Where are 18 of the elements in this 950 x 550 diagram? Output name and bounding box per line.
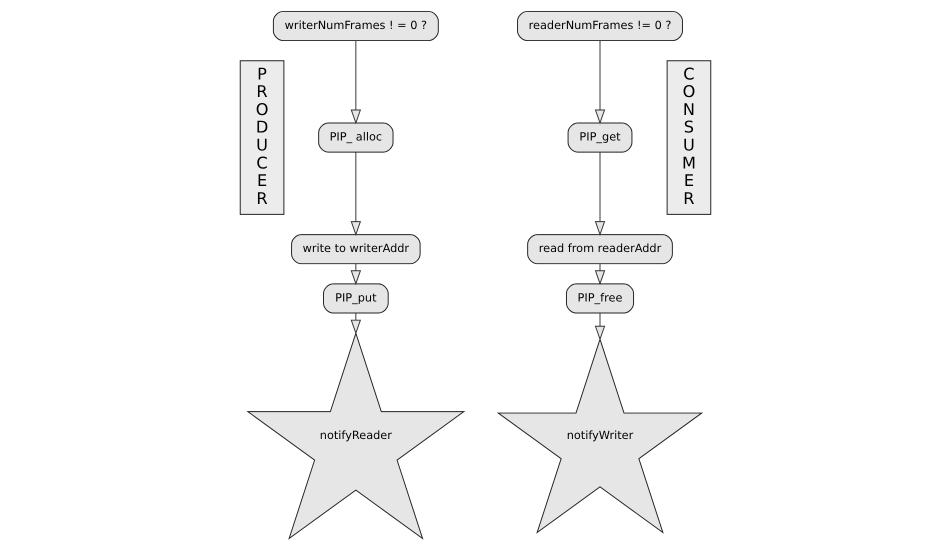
arrow bbox=[594, 312, 605, 341]
node-box: writerNumFrames ! = 0 ? bbox=[272, 10, 438, 42]
node-box: PIP_put bbox=[322, 283, 388, 314]
node-box: PIP_ alloc bbox=[318, 122, 394, 153]
arrow bbox=[594, 263, 605, 286]
node-box: PIP_get bbox=[567, 122, 632, 153]
arrow bbox=[350, 312, 361, 335]
node-box: PIP_free bbox=[565, 283, 634, 314]
node-box: CONSUMER bbox=[666, 60, 711, 215]
arrow bbox=[350, 263, 361, 286]
arrow bbox=[594, 152, 605, 236]
node-box: write to writerAddr bbox=[290, 234, 420, 264]
arrow bbox=[350, 152, 361, 236]
node-box: PRODUCER bbox=[239, 60, 284, 215]
arrow bbox=[350, 40, 361, 124]
arrow bbox=[594, 40, 605, 124]
node-box: readerNumFrames != 0 ? bbox=[516, 10, 682, 42]
node-box: read from readerAddr bbox=[526, 234, 672, 264]
